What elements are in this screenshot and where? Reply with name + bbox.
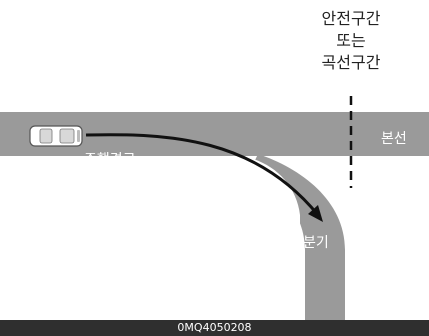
figure-code: 0MQ4050208: [177, 321, 252, 334]
ramp-gap: [0, 156, 300, 320]
travel-path-arrow: [85, 133, 320, 216]
section-label-line-3: 곡선구간: [321, 53, 381, 72]
figure-code-bar: 0MQ4050208: [0, 320, 429, 336]
branch-label: 분기: [303, 235, 329, 251]
car-icon: [29, 125, 83, 147]
travel-path-label: 주행경로: [84, 152, 136, 168]
arrow-head: [308, 205, 323, 222]
section-label-line-2: 또는: [336, 31, 366, 50]
branch-road: [248, 154, 345, 320]
main-road-label: 본선: [381, 131, 407, 147]
section-label-line-1: 안전구간: [321, 9, 381, 28]
section-label: 안전구간 또는 곡선구간: [298, 8, 404, 74]
